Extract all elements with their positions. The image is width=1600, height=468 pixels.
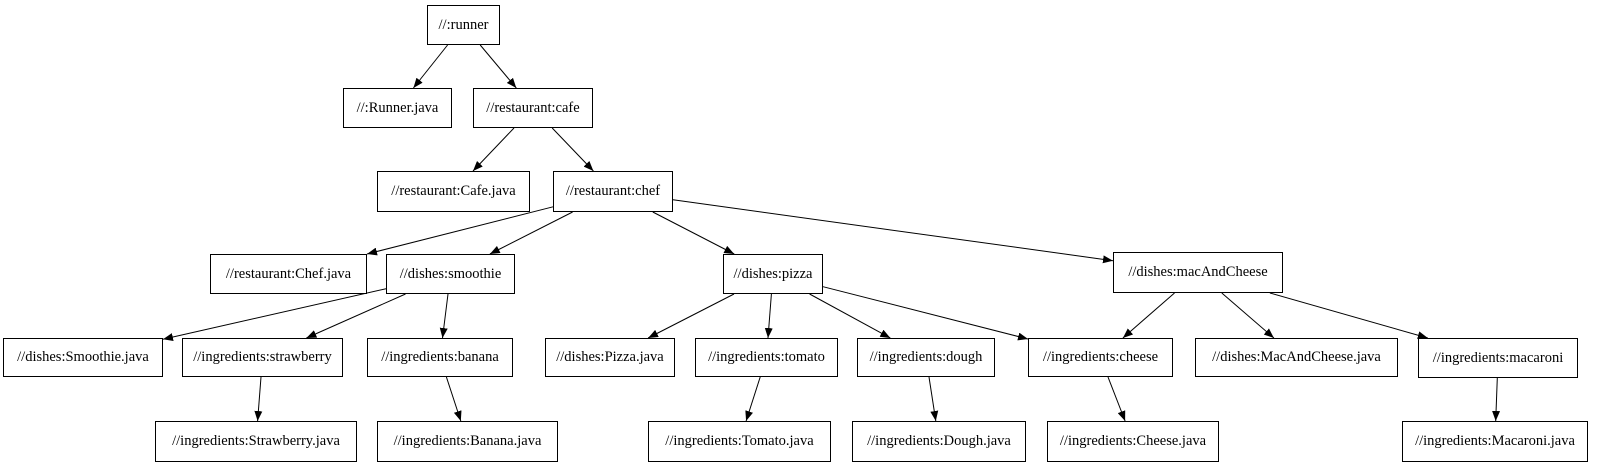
graph-node-strawberry: //ingredients:strawberry — [182, 338, 343, 377]
edge-tomato-to-tomato_java — [745, 376, 761, 422]
edge-pizza-to-dough — [809, 293, 891, 339]
edge-smoothie-to-smoothie_java — [162, 288, 387, 341]
graph-node-mac_java: //dishes:MacAndCheese.java — [1195, 338, 1398, 377]
graph-node-dough: //ingredients:dough — [857, 338, 995, 377]
graph-node-runner: //:runner — [427, 5, 500, 45]
edge-cheese-to-cheese_java — [1107, 376, 1126, 422]
edge-mac-to-mac_java — [1221, 292, 1275, 339]
graph-node-runner_java: //:Runner.java — [343, 88, 452, 128]
edge-chef-to-smoothie — [489, 211, 573, 255]
edge-strawberry-to-strawberry_java — [254, 376, 263, 422]
graph-node-smoothie: //dishes:smoothie — [386, 254, 515, 294]
edge-runner-to-runner_java — [413, 44, 448, 89]
edge-runner-to-cafe — [479, 44, 517, 89]
graph-node-chef_java: //restaurant:Chef.java — [210, 254, 367, 294]
edge-cafe-to-chef — [551, 127, 594, 172]
graph-node-smoothie_java: //dishes:Smoothie.java — [3, 338, 163, 377]
edge-chef-to-mac — [672, 199, 1114, 264]
graph-node-chef: //restaurant:chef — [553, 171, 673, 212]
graph-node-tomato: //ingredients:tomato — [695, 338, 838, 377]
graph-node-banana_java: //ingredients:Banana.java — [377, 421, 558, 462]
edge-smoothie-to-strawberry — [306, 293, 406, 339]
edge-pizza-to-cheese — [822, 286, 1029, 341]
edge-banana-to-banana_java — [445, 376, 462, 422]
edge-mac-to-macaroni — [1269, 292, 1428, 340]
graph-node-cheese_java: //ingredients:Cheese.java — [1047, 421, 1219, 462]
graph-node-strawberry_java: //ingredients:Strawberry.java — [155, 421, 357, 462]
edge-chef-to-chef_java — [366, 206, 554, 256]
graph-node-macaroni_java: //ingredients:Macaroni.java — [1402, 421, 1588, 462]
graph-node-tomato_java: //ingredients:Tomato.java — [648, 421, 831, 462]
edge-smoothie-to-banana — [439, 293, 449, 339]
edge-dough-to-dough_java — [928, 376, 939, 422]
graph-node-pizza: //dishes:pizza — [723, 254, 823, 294]
graph-node-banana: //ingredients:banana — [367, 338, 513, 377]
graph-node-mac: //dishes:macAndCheese — [1113, 252, 1283, 293]
graph-node-pizza_java: //dishes:Pizza.java — [545, 338, 675, 377]
graph-node-cheese: //ingredients:cheese — [1028, 338, 1173, 377]
edge-macaroni-to-macaroni_java — [1492, 377, 1501, 422]
edge-pizza-to-tomato — [764, 293, 773, 339]
graph-node-dough_java: //ingredients:Dough.java — [852, 421, 1026, 462]
edge-chef-to-pizza — [652, 211, 735, 255]
edge-cafe-to-cafe_java — [472, 127, 515, 172]
graph-node-cafe: //restaurant:cafe — [473, 88, 593, 128]
graph-node-macaroni: //ingredients:macaroni — [1418, 338, 1578, 378]
edge-pizza-to-pizza_java — [647, 293, 735, 339]
edge-mac-to-cheese — [1122, 292, 1175, 339]
graph-node-cafe_java: //restaurant:Cafe.java — [377, 171, 530, 212]
